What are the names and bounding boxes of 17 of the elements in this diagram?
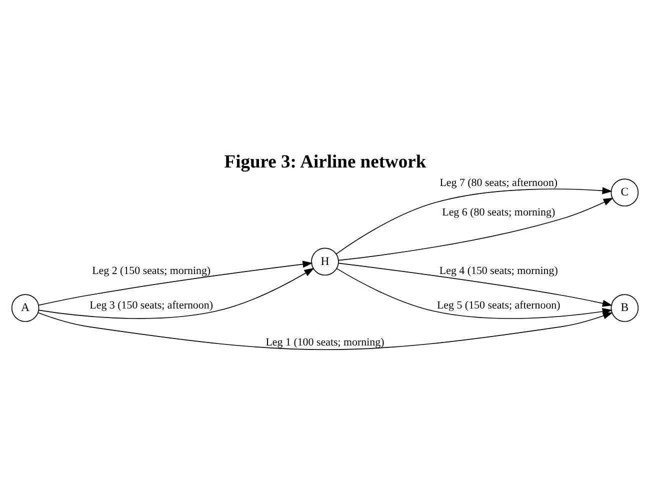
edge-label: Leg 5 (150 seats; afternoon) [437, 299, 560, 312]
edge-label: Leg 4 (150 seats; morning) [439, 264, 558, 277]
arrow [338, 198, 614, 261]
diagram-title: Figure 3: Airline network [224, 152, 426, 173]
edge-label: Leg 2 (150 seats; morning) [92, 264, 211, 277]
edge-label: Leg 1 (100 seats; morning) [266, 336, 384, 348]
edge-label: Leg 7 (80 seats; afternoon) [440, 177, 558, 190]
arrow [38, 260, 313, 306]
arrow [336, 187, 612, 254]
node-circle: A [11, 294, 40, 322]
edge-label: Leg 6 (80 seats; morning) [442, 206, 556, 219]
edge-label: Leg 3 (150 seats; afternoon) [90, 299, 213, 312]
arrow [338, 262, 613, 307]
node-circle: H [311, 248, 339, 276]
node-circle: B [610, 294, 639, 322]
arrow [38, 268, 314, 319]
node-circle: C [610, 178, 639, 206]
